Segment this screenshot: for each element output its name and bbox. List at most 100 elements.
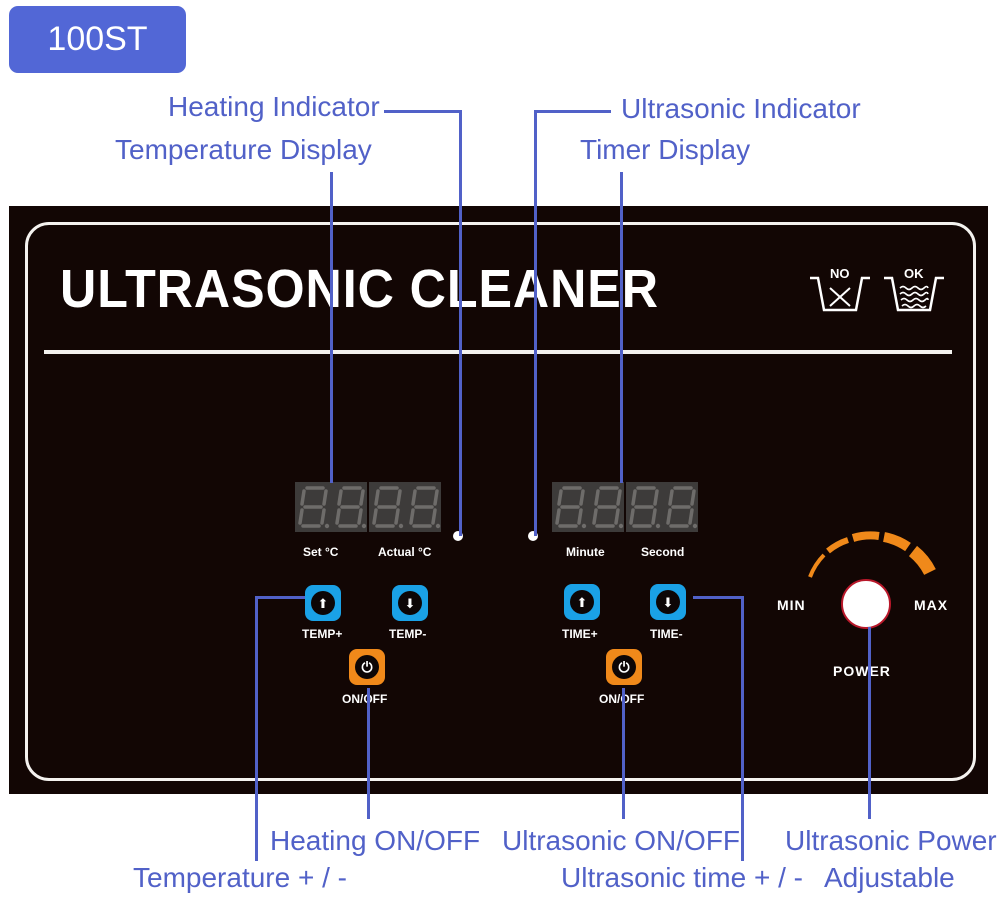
max-label: MAX: [914, 597, 949, 613]
digit-segment: [651, 508, 657, 525]
min-label: MIN: [777, 597, 806, 613]
digit-segment: [688, 508, 694, 525]
leader-line-ultrasonic-indicator: [534, 110, 611, 113]
leader-line-heating-onoff: [367, 688, 370, 819]
ultrasonic-onoff-label: ON/OFF: [599, 692, 644, 706]
actual-celsius-label: Actual °C: [378, 545, 432, 559]
digit-segment: [320, 508, 326, 525]
decimal-point: [435, 523, 441, 529]
temp-plus-label: TEMP+: [302, 627, 343, 641]
digit-segment: [409, 508, 415, 525]
callout-ultrasonic-onoff: Ultrasonic ON/OFF: [502, 825, 741, 856]
model-badge: 100ST: [9, 6, 186, 73]
callout-heating-onoff: Heating ON/OFF: [270, 825, 481, 856]
digit-segment: [322, 489, 328, 506]
digit-segment: [372, 508, 378, 525]
digit-segment: [592, 508, 598, 525]
digit-segment: [668, 489, 674, 506]
ok-label: OK: [904, 266, 924, 281]
power-label: POWER: [833, 663, 891, 679]
leader-line-temp-plus-minus-v: [255, 596, 258, 861]
arrow-up-icon: ⬆: [317, 595, 329, 611]
panel-divider: [44, 350, 952, 354]
callout-temperature-display: Temperature Display: [115, 134, 372, 165]
digit-segment: [557, 489, 563, 506]
callout-heating-indicator: Heating Indicator: [168, 91, 380, 122]
digit-segment: [594, 489, 600, 506]
leader-line-heating-indicator-v: [459, 110, 462, 536]
power-level-arc: [808, 531, 936, 578]
callout-ultrasonic-power-adjustable: Adjustable: [824, 862, 955, 893]
arrow-down-icon: ⬇: [662, 594, 674, 610]
control-panel: [9, 206, 988, 794]
leader-line-ultrasonic-onoff: [622, 688, 625, 819]
second-label: Second: [641, 545, 685, 559]
temp-plus-button[interactable]: ⬆: [305, 585, 341, 621]
power-icon: ⏻: [618, 659, 630, 675]
no-label: NO: [830, 266, 850, 281]
temp-minus-label: TEMP-: [389, 627, 427, 641]
empty-tank-no-icon: NO: [808, 266, 872, 316]
digit-segment: [579, 489, 585, 506]
digit-segment: [396, 489, 402, 506]
arrow-up-icon: ⬆: [576, 594, 588, 610]
digit-segment: [394, 508, 400, 525]
minute-label: Minute: [566, 545, 605, 559]
decimal-point: [692, 523, 698, 529]
digit-segment: [666, 508, 672, 525]
digit-segment: [690, 489, 696, 506]
digit-segment: [335, 508, 341, 525]
digit-segment: [631, 489, 637, 506]
ultrasonic-indicator-led: [528, 531, 538, 541]
digit-segment: [614, 508, 620, 525]
decimal-point: [618, 523, 624, 529]
digit-segment: [337, 489, 343, 506]
time-plus-label: TIME+: [562, 627, 598, 641]
power-knob[interactable]: [841, 579, 891, 629]
callout-ultrasonic-time-plus-minus: Ultrasonic time + / -: [561, 862, 803, 893]
time-minus-button[interactable]: ⬇: [650, 584, 686, 620]
callout-ultrasonic-indicator: Ultrasonic Indicator: [621, 93, 861, 124]
decimal-point: [581, 523, 587, 529]
leader-line-timer-display: [620, 172, 623, 483]
arrow-down-icon: ⬇: [404, 595, 416, 611]
callout-ultrasonic-power: Ultrasonic Power: [785, 825, 997, 856]
digit-segment: [616, 489, 622, 506]
decimal-point: [361, 523, 367, 529]
temp-minus-button[interactable]: ⬇: [392, 585, 428, 621]
filled-tank-ok-icon: OK: [882, 266, 946, 316]
time-plus-button[interactable]: ⬆: [564, 584, 600, 620]
digit-segment: [629, 508, 635, 525]
decimal-point: [324, 523, 330, 529]
digit-segment: [433, 489, 439, 506]
time-minus-label: TIME-: [650, 627, 683, 641]
panel-frame: [25, 222, 976, 781]
leader-line-time-plus-minus-v: [741, 596, 744, 861]
digit-segment: [374, 489, 380, 506]
decimal-point: [655, 523, 661, 529]
heating-indicator-led: [453, 531, 463, 541]
digit-segment: [555, 508, 561, 525]
heating-onoff-button[interactable]: ⏻: [349, 649, 385, 685]
leader-line-heating-indicator: [384, 110, 461, 113]
leader-line-ultrasonic-power: [868, 627, 871, 819]
digit-segment: [577, 508, 583, 525]
ultrasonic-onoff-button[interactable]: ⏻: [606, 649, 642, 685]
digit-segment: [411, 489, 417, 506]
digit-segment: [357, 508, 363, 525]
leader-line-ultrasonic-indicator-v: [534, 110, 537, 536]
set-celsius-label: Set °C: [303, 545, 339, 559]
leader-line-temperature-display: [330, 172, 333, 483]
leader-line-time-plus-minus: [693, 596, 744, 599]
callout-timer-display: Timer Display: [580, 134, 751, 165]
panel-title: ULTRASONIC CLEANER: [60, 259, 659, 319]
heating-onoff-label: ON/OFF: [342, 692, 388, 706]
digit-segment: [298, 508, 304, 525]
callout-temperature-plus-minus: Temperature + / -: [133, 862, 347, 893]
digit-segment: [653, 489, 659, 506]
digit-segment: [300, 489, 306, 506]
power-icon: ⏻: [361, 659, 373, 675]
decimal-point: [398, 523, 404, 529]
leader-line-temp-plus-minus: [255, 596, 305, 599]
